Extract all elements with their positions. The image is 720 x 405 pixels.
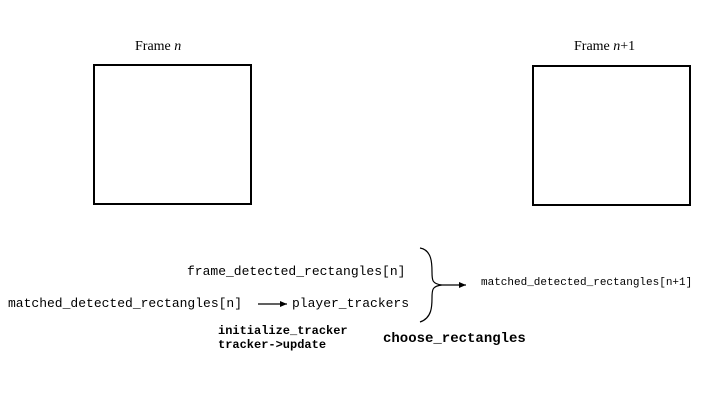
initialize-tracker-label: initialize_tracker: [218, 324, 348, 338]
frame-detected-rectangles-label: frame_detected_rectangles[n]: [187, 264, 406, 279]
frame-n-label: Frame n: [135, 39, 182, 54]
frame-n-plus-1-label: Frame n+1: [574, 39, 636, 54]
merge-brace: [419, 247, 443, 323]
player-trackers-label: player_trackers: [292, 296, 410, 311]
tracker-ops: initialize_tracker tracker->update: [218, 324, 348, 352]
tracker-update-label: tracker->update: [218, 338, 327, 352]
matched-detected-rectangles-label: matched_detected_rectangles[n]: [8, 296, 243, 311]
frame-n-box: [93, 64, 252, 205]
frame-n-plus-1-box: [532, 65, 691, 206]
output-matched-rectangles-label: matched_detected_rectangles[n+1]: [481, 277, 693, 289]
choose-rectangles-label: choose_rectangles: [383, 331, 526, 347]
